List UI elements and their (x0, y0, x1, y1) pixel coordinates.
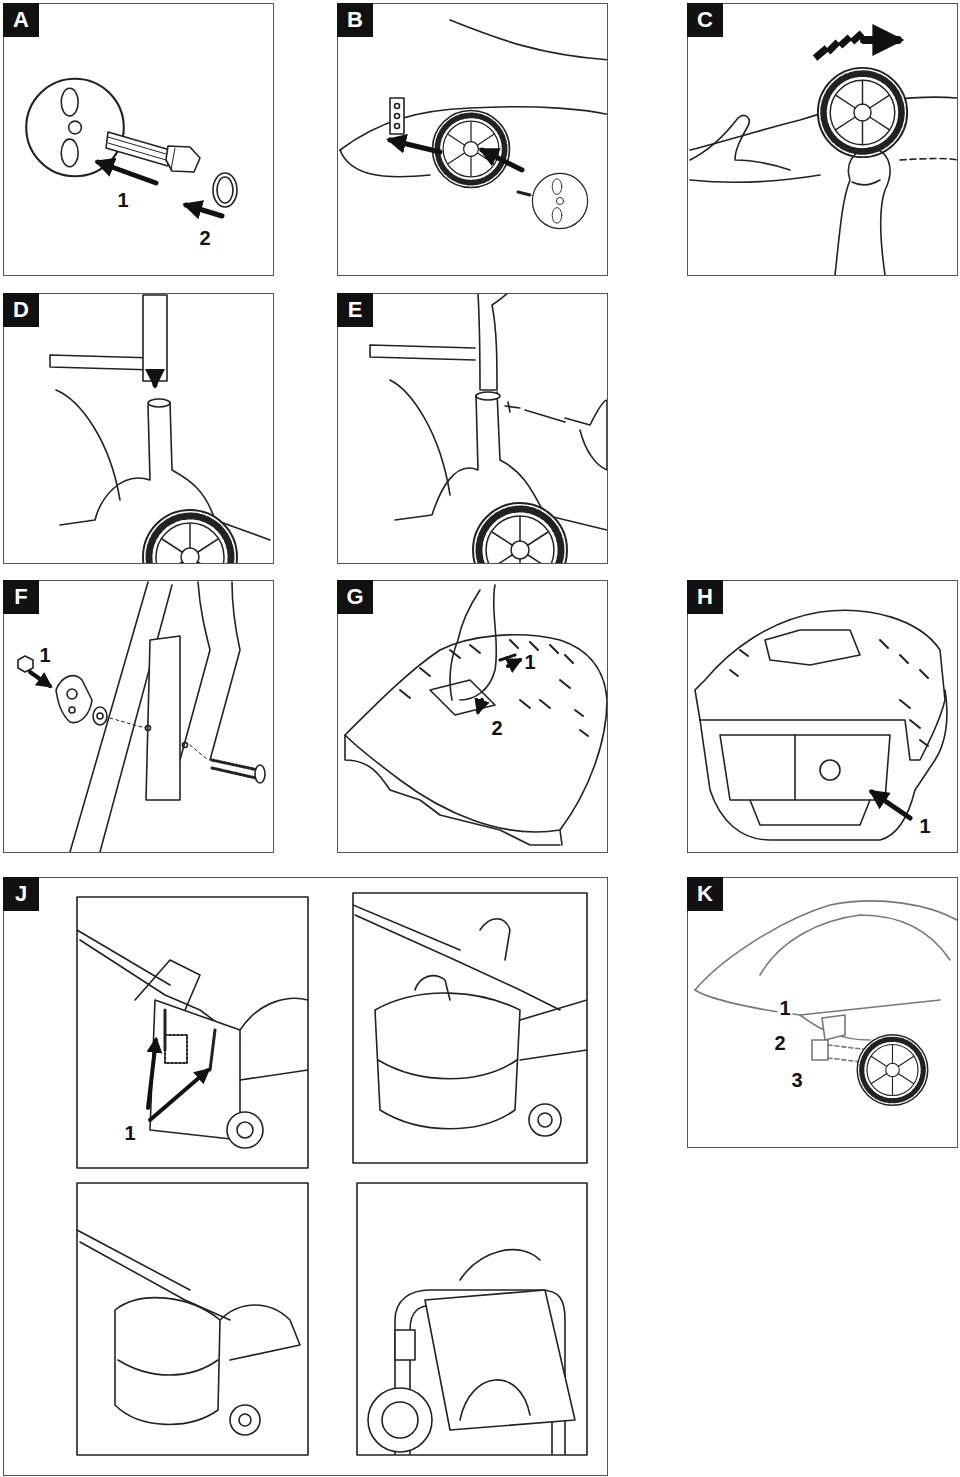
callout-number: 1 (917, 815, 932, 837)
callout-number: 2 (772, 1032, 787, 1054)
panel-letter: C (687, 3, 723, 37)
figure-panel: J (3, 877, 608, 1476)
panel-letter: A (3, 3, 39, 37)
panel-letter: E (337, 293, 373, 327)
figure-panel: K (687, 877, 958, 1148)
panel-letter: J (3, 877, 39, 911)
panel-letter: D (3, 293, 39, 327)
callout-number: 1 (122, 1122, 137, 1144)
panel-letter: H (687, 580, 723, 614)
figure-panel: C (687, 3, 958, 276)
panel-letter: G (337, 580, 373, 614)
figure-panel: A (3, 3, 274, 276)
panel-letter: K (687, 877, 723, 911)
callout-number: 1 (522, 651, 537, 673)
figure-panel: E (337, 293, 608, 564)
callout-number: 1 (37, 644, 52, 666)
callout-number: 2 (197, 227, 212, 249)
panel-letter: F (3, 580, 39, 614)
callout-number: 1 (115, 189, 130, 211)
callout-number: 3 (789, 1069, 804, 1091)
callout-number: 1 (777, 997, 792, 1019)
figure-panel: F (3, 580, 274, 853)
figure-panel: D (3, 293, 274, 564)
figure-panel: B (337, 3, 608, 276)
callout-number: 2 (489, 717, 504, 739)
figure-panel: G (337, 580, 608, 853)
panel-letter: B (337, 3, 373, 37)
figure-panel: H (687, 580, 958, 853)
